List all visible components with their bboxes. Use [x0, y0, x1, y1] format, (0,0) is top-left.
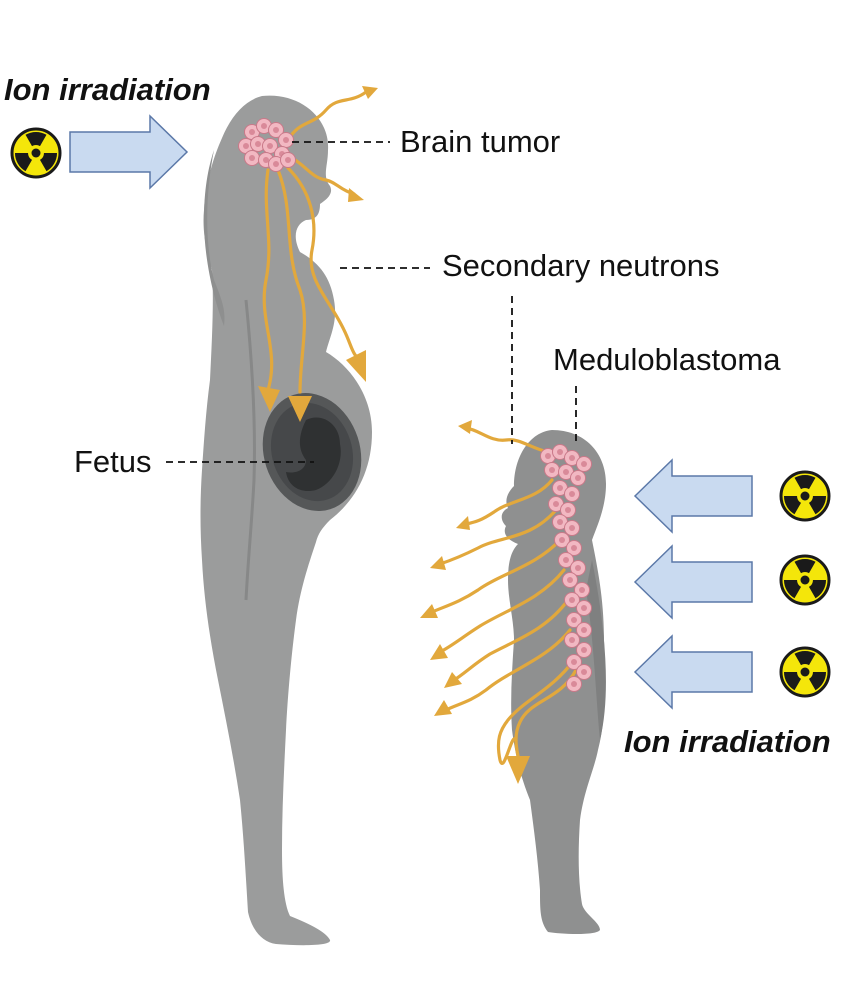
meduloblastoma-label: Meduloblastoma	[553, 342, 781, 377]
neutron-path	[262, 168, 274, 392]
neutron-arrowhead	[288, 396, 312, 422]
neutron-path	[276, 168, 307, 394]
fetus-label: Fetus	[74, 444, 152, 479]
neutron-path	[438, 508, 558, 566]
neutron-arrowhead	[258, 386, 280, 412]
ion-irradiation-label-top: Ion irradiation	[4, 72, 211, 107]
neutron-arrowhead	[506, 756, 530, 784]
neutron-path	[514, 668, 578, 758]
ion-irradiation-label-bottom: Ion irradiation	[624, 724, 831, 759]
beam-arrow-right	[69, 114, 189, 190]
neutron-arrowhead	[420, 604, 438, 618]
secondary-neutrons-label: Secondary neutrons	[442, 248, 719, 283]
neutron-path	[438, 568, 566, 654]
neutron-path	[496, 658, 576, 765]
radiation-icon	[10, 127, 62, 179]
neutron-arrowhead	[430, 644, 448, 660]
neutron-path	[464, 426, 550, 454]
womb	[262, 393, 362, 511]
beam-arrow-left-1	[633, 458, 753, 534]
radiation-icon	[779, 470, 831, 522]
fetus-shape	[286, 417, 341, 492]
neutron-arrowhead	[444, 672, 462, 688]
neutron-path	[452, 598, 570, 682]
neutron-path	[444, 628, 572, 712]
secondary-neutron-paths	[258, 86, 578, 784]
neutron-arrowhead	[430, 556, 446, 570]
neutron-arrowhead	[362, 86, 378, 99]
neutron-arrowhead	[346, 350, 366, 382]
neutron-arrowhead	[456, 516, 470, 530]
neutron-arrowhead	[458, 420, 472, 434]
radiation-icon	[779, 554, 831, 606]
pregnant-woman-silhouette	[200, 95, 372, 946]
neutron-path	[286, 90, 368, 142]
beam-arrow-left-3	[633, 634, 753, 710]
neutron-path	[290, 156, 356, 196]
neutron-arrowhead	[348, 188, 364, 202]
beam-arrow-left-2	[633, 544, 753, 620]
neutron-path	[430, 538, 562, 614]
neutron-path	[464, 478, 554, 526]
brain-tumor-label: Brain tumor	[400, 124, 560, 159]
leader-lines	[166, 141, 577, 463]
neutron-path	[286, 166, 358, 358]
radiation-icon	[779, 646, 831, 698]
neutron-arrowhead	[434, 700, 452, 716]
